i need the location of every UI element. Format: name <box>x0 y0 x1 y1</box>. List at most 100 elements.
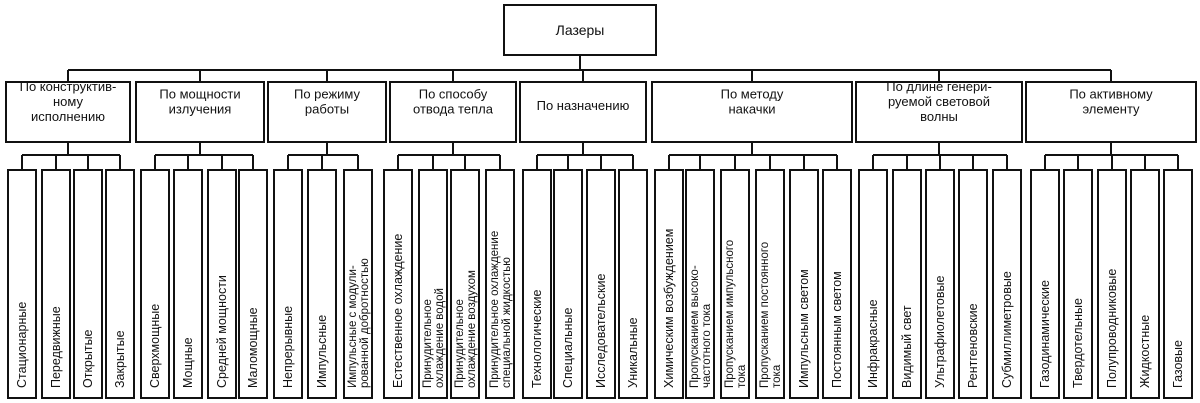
leaf-row: Стационарные Передвижные Открытые Закрытые С… <box>7 169 1193 399</box>
leaf-label: Уникальные <box>626 317 640 388</box>
leaf-label: Полупроводниковые <box>1105 269 1119 388</box>
leaf-node: Импульсные <box>307 169 337 399</box>
leaf-label: специальной жидкостью <box>501 257 513 388</box>
leaf-label: охлаждение водой <box>434 288 446 388</box>
leaf-node: Мощные <box>173 169 203 399</box>
leaf-label: Принудительное <box>422 299 434 388</box>
leaf-node: Твердотельные <box>1063 169 1093 399</box>
leaf-label: Пропусканием импульсного <box>724 240 736 388</box>
category-label: работы <box>305 102 349 117</box>
leaf-node: Стационарные <box>7 169 37 399</box>
connector-lines <box>21 55 1179 170</box>
leaf-label: охлаждение воздухом <box>466 270 478 388</box>
leaf-label: Закрытые <box>113 330 127 388</box>
leaf-label: Видимый свет <box>900 305 914 388</box>
leaf-node: Специальные <box>553 169 583 399</box>
root-node: Лазеры <box>503 4 657 56</box>
leaf-node: Непрерывные <box>273 169 303 399</box>
leaf-label: Химическим возбуждением <box>662 229 676 388</box>
leaf-node: Открытые <box>73 169 103 399</box>
category-label: По методу <box>721 87 784 102</box>
leaf-label: Непрерывные <box>281 306 295 388</box>
leaf-label: Твердотельные <box>1071 298 1085 388</box>
leaf-label: частотного тока <box>701 303 713 388</box>
root-label: Лазеры <box>556 22 605 38</box>
leaf-label: Газодинамические <box>1038 280 1052 388</box>
leaf-label: Передвижные <box>49 306 63 388</box>
category-label: По мощности <box>159 87 240 102</box>
leaf-node: Рентгеновские <box>958 169 988 399</box>
leaf-node: Маломощные <box>238 169 268 399</box>
leaf-node: Жидкостные <box>1130 169 1160 399</box>
category-label: По конструктив- <box>20 79 117 94</box>
leaf-node: Сверхмощные <box>140 169 170 399</box>
leaf-node: Ультрафиолетовые <box>925 169 955 399</box>
category-label: По способу <box>419 87 488 102</box>
leaf-node: Газодинамические <box>1030 169 1060 399</box>
leaf-label: Исследовательские <box>594 273 608 388</box>
category-label: По назначению <box>537 98 630 113</box>
category-label: волны <box>920 109 958 124</box>
category-label: исполнению <box>31 109 105 124</box>
leaf-node: Субмиллиметровые <box>992 169 1022 399</box>
leaf-label: Жидкостные <box>1138 315 1152 388</box>
leaf-node: Технологические <box>522 169 552 399</box>
leaf-label: Открытые <box>81 329 95 388</box>
leaf-label: Газовые <box>1171 340 1185 388</box>
category-label: ному <box>53 94 83 109</box>
leaf-label: Естественное охлаждение <box>391 234 405 388</box>
leaf-label: Рентгеновские <box>966 303 980 388</box>
leaf-node: Пропусканием высоко-частотного тока <box>685 169 715 399</box>
category-label: руемой световой <box>888 94 990 109</box>
leaf-label: Импульсные с модули- <box>347 265 359 388</box>
category-label: По длине генери- <box>886 79 992 94</box>
leaf-label: тока <box>771 364 783 388</box>
leaf-node: Передвижные <box>41 169 71 399</box>
leaf-label: Субмиллиметровые <box>1000 271 1014 388</box>
leaf-node: Импульсным светом <box>789 169 819 399</box>
leaf-node: Закрытые <box>105 169 135 399</box>
leaf-label: Постоянным светом <box>830 271 844 388</box>
leaf-node: Средней мощности <box>207 169 237 399</box>
category-label: По режиму <box>294 87 361 102</box>
leaf-label: Средней мощности <box>215 275 229 388</box>
leaf-label: Пропусканием постоянного <box>759 242 771 388</box>
leaf-label: Импульсные <box>315 315 329 388</box>
category-label: По активному <box>1069 87 1153 102</box>
category-label: отвода тепла <box>413 102 494 117</box>
category-label: накачки <box>728 102 775 117</box>
leaf-node: Газовые <box>1163 169 1193 399</box>
leaf-label: Ультрафиолетовые <box>933 276 947 388</box>
leaf-label: тока <box>736 364 748 388</box>
leaf-label: Сверхмощные <box>148 304 162 388</box>
leaf-node: Уникальные <box>618 169 648 399</box>
leaf-node: Импульсные с модули-рованной добротность… <box>343 169 373 399</box>
leaf-label: Технологические <box>530 289 544 388</box>
category-label: излучения <box>169 102 232 117</box>
leaf-node: Инфракрасные <box>858 169 888 399</box>
leaf-label: Принудительное <box>454 299 466 388</box>
leaf-node: Химическим возбуждением <box>654 169 684 399</box>
leaf-label: Принудительное охлаждение <box>489 231 501 388</box>
leaf-label: Маломощные <box>246 307 260 388</box>
leaf-label: Пропусканием высоко- <box>689 265 701 388</box>
leaf-label: рованной добротностью <box>359 258 371 388</box>
leaf-label: Импульсным светом <box>797 269 811 388</box>
leaf-label: Мощные <box>181 337 195 388</box>
leaf-node: Исследовательские <box>586 169 616 399</box>
leaf-label: Инфракрасные <box>866 299 880 388</box>
leaf-label: Стационарные <box>15 302 29 388</box>
category-label: элементу <box>1082 102 1140 117</box>
